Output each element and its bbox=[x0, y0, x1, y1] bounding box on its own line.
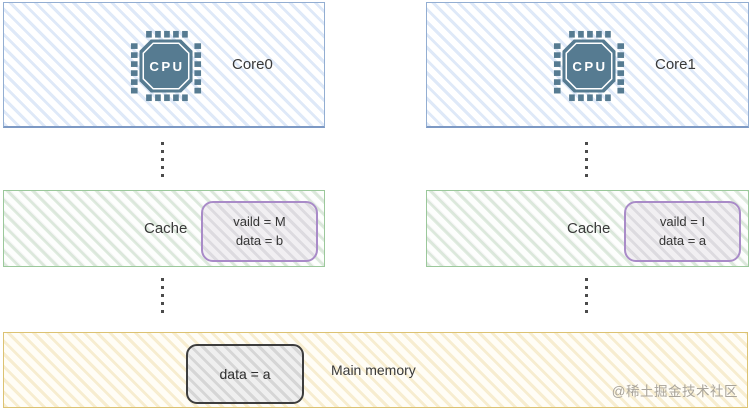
cpu-chip-icon: CPU bbox=[130, 30, 202, 102]
cache0-box: Cache vaild = M data = b bbox=[3, 190, 325, 267]
main-memory-label: Main memory bbox=[331, 362, 416, 378]
cpu-chip-text: CPU bbox=[572, 59, 607, 74]
core1-box: CPU Core1 bbox=[426, 2, 749, 128]
cache1-label: Cache bbox=[567, 220, 611, 237]
cache1-line-box: vaild = I data = a bbox=[624, 201, 741, 262]
cache1-data-value: data = a bbox=[658, 232, 707, 248]
core0-label: Core0 bbox=[232, 56, 273, 73]
cpu-chip-text: CPU bbox=[149, 59, 184, 74]
core1-label: Core1 bbox=[655, 56, 696, 73]
memory-data-value: data = a bbox=[219, 366, 271, 382]
cache0-line-box: vaild = M data = b bbox=[201, 201, 318, 262]
main-memory-box: data = a Main memory @稀土掘金技术社区 bbox=[3, 332, 748, 408]
cache0-label: Cache bbox=[144, 220, 188, 237]
connector-cache1-memory bbox=[585, 278, 588, 317]
cpu-chip-icon: CPU bbox=[553, 30, 625, 102]
connector-cache0-memory bbox=[161, 278, 164, 317]
watermark-text: @稀土掘金技术社区 bbox=[611, 384, 738, 399]
cache1-box: Cache vaild = I data = a bbox=[426, 190, 749, 267]
cache0-valid-state: vaild = M bbox=[233, 213, 286, 229]
core0-box: CPU Core0 bbox=[3, 2, 325, 128]
memory-cell-box: data = a bbox=[186, 344, 304, 404]
cache0-data-value: data = b bbox=[235, 232, 284, 248]
connector-core0-cache0 bbox=[161, 142, 164, 181]
connector-core1-cache1 bbox=[585, 142, 588, 181]
cache1-valid-state: vaild = I bbox=[659, 213, 706, 229]
